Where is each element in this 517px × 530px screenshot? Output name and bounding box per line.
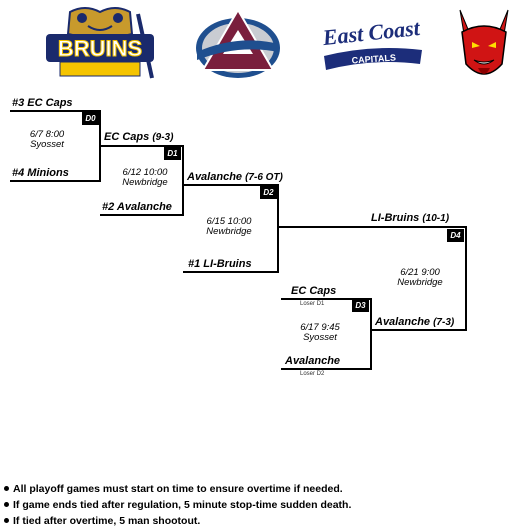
round2-venue: Newbridge bbox=[122, 177, 168, 188]
final-info: 6/21 9:00 Newbridge bbox=[390, 268, 450, 288]
losers-winner: Avalanche (7-3) bbox=[375, 316, 454, 329]
losers-top-line bbox=[281, 298, 372, 300]
round2-info: 6/12 10:00 Newbridge bbox=[114, 168, 176, 188]
bruins-logo-text: BRUINS bbox=[58, 36, 142, 61]
round2-top-team: EC Caps (9-3) bbox=[104, 131, 173, 144]
losers-winner-score: (7-3) bbox=[433, 317, 455, 328]
round3-top-line bbox=[183, 184, 279, 186]
losers-bottom-team: Avalanche bbox=[285, 355, 341, 367]
round3-top-team-name: Avalanche bbox=[187, 171, 243, 183]
round1-venue: Syosset bbox=[30, 139, 64, 150]
game-tag-d4: D4 bbox=[447, 229, 464, 242]
final-venue: Newbridge bbox=[397, 277, 443, 288]
round2-date-time: 6/12 10:00 bbox=[122, 167, 168, 178]
bullet-icon bbox=[4, 518, 9, 523]
losers-bottom-note: Loser D2 bbox=[300, 371, 325, 377]
capitals-logo-text: CAPITALS bbox=[351, 52, 396, 65]
final-top-line bbox=[278, 226, 467, 228]
losers-date-time: 6/17 9:45 bbox=[300, 322, 340, 333]
round3-top-team: Avalanche (7-6 OT) bbox=[187, 171, 283, 184]
round1-bottom-line bbox=[10, 180, 101, 182]
final-date-time: 6/21 9:00 bbox=[400, 267, 440, 278]
round2-top-score: (9-3) bbox=[152, 132, 174, 143]
losers-connector bbox=[370, 298, 372, 370]
rule-text: All playoff games must start on time to … bbox=[13, 483, 343, 495]
losers-info: 6/17 9:45 Syosset bbox=[290, 323, 350, 343]
round3-top-score: (7-6 OT) bbox=[245, 172, 283, 183]
game-tag-d0: D0 bbox=[82, 112, 99, 125]
avalanche-logo bbox=[193, 4, 283, 84]
round2-connector bbox=[182, 145, 184, 216]
bruins-logo: BRUINS bbox=[40, 4, 160, 84]
final-connector bbox=[465, 226, 467, 330]
round3-bottom-team: #1 LI-Bruins bbox=[188, 258, 252, 270]
round1-top-line bbox=[10, 110, 101, 112]
round1-info: 6/7 8:00 Syosset bbox=[22, 130, 72, 150]
losers-winner-name: Avalanche bbox=[375, 316, 431, 328]
rule-item: If game ends tied after regulation, 5 mi… bbox=[0, 498, 351, 514]
round1-top-team: #3 EC Caps bbox=[12, 97, 73, 109]
rule-text: If tied after overtime, 5 man shootout. bbox=[13, 515, 201, 527]
eastcoast-logo-text: East Coast bbox=[321, 15, 422, 50]
eastcoast-capitals-logo: East Coast CAPITALS bbox=[318, 4, 426, 84]
bullet-icon bbox=[4, 486, 9, 491]
rule-text: If game ends tied after regulation, 5 mi… bbox=[13, 499, 352, 511]
losers-winner-line bbox=[371, 329, 467, 331]
round3-venue: Newbridge bbox=[206, 226, 252, 237]
rules-list: All playoff games must start on time to … bbox=[0, 482, 351, 530]
game-tag-d1: D1 bbox=[164, 147, 181, 160]
game-tag-d3: D3 bbox=[352, 299, 369, 312]
round2-top-team-name: EC Caps bbox=[104, 131, 150, 143]
rule-item: All playoff games must start on time to … bbox=[0, 482, 351, 498]
round3-connector bbox=[277, 184, 279, 273]
losers-top-team: EC Caps bbox=[291, 285, 337, 297]
round2-top-line bbox=[100, 145, 184, 147]
round2-bottom-line bbox=[100, 214, 184, 216]
losers-venue: Syosset bbox=[303, 332, 337, 343]
round1-date-time: 6/7 8:00 bbox=[29, 129, 65, 140]
rule-item: If tied after overtime, 5 man shootout. bbox=[0, 514, 351, 530]
devil-logo bbox=[452, 4, 516, 84]
round3-bottom-line bbox=[183, 271, 279, 273]
round2-bottom-team: #2 Avalanche bbox=[102, 201, 172, 213]
round1-bottom-team: #4 Minions bbox=[12, 167, 69, 179]
bullet-icon bbox=[4, 502, 9, 507]
final-top-team: LI-Bruins (10-1) bbox=[371, 212, 449, 225]
final-top-score: (10-1) bbox=[422, 213, 450, 224]
losers-bottom-line bbox=[281, 368, 372, 370]
round3-date-time: 6/15 10:00 bbox=[206, 216, 252, 227]
losers-top-note: Loser D1 bbox=[300, 301, 325, 307]
game-tag-d2: D2 bbox=[260, 186, 277, 199]
final-top-team-name: LI-Bruins bbox=[371, 212, 420, 224]
round3-info: 6/15 10:00 Newbridge bbox=[198, 217, 260, 237]
